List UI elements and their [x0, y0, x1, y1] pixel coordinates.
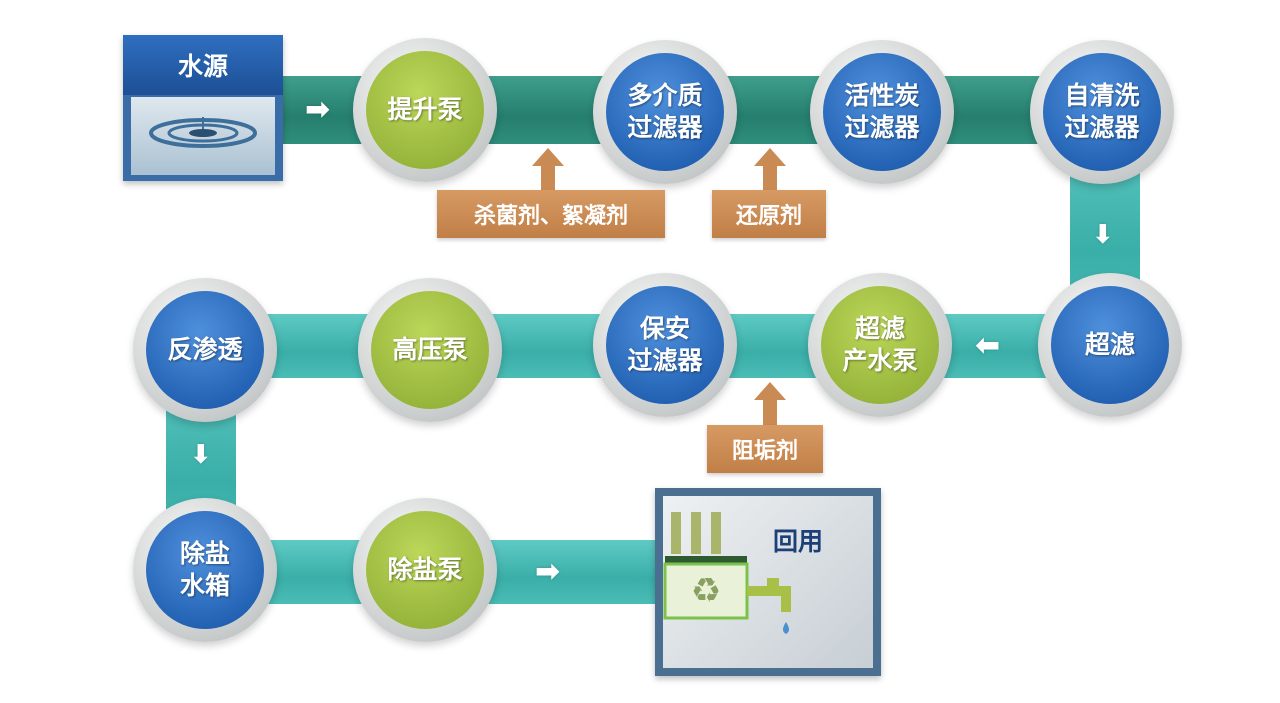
chem-reducing-agent: 还原剂: [712, 190, 826, 238]
node-high-pressure-pump: 高压泵: [358, 278, 502, 422]
water-source-label: 水源: [123, 35, 283, 95]
recycle-faucet-icon: ♻: [663, 512, 791, 634]
svg-text:♻: ♻: [691, 571, 721, 611]
node-security-filter: 保安 过滤器: [593, 273, 737, 417]
chem-bactericide-flocculant: 杀菌剂、絮凝剂: [437, 190, 665, 238]
left-arrow-icon: ⬅: [975, 328, 1001, 363]
down-arrow-icon: ⬇: [190, 440, 212, 470]
down-arrow-icon: ⬇: [1092, 220, 1114, 250]
reuse-label: 回用: [773, 527, 824, 556]
chem-scale-inhibitor: 阻垢剂: [707, 425, 823, 473]
dosing-arrow-stem: [763, 400, 777, 426]
dosing-arrow-icon: [754, 382, 786, 400]
dosing-arrow-icon: [532, 148, 564, 166]
reuse-box: 回用 ♻: [655, 488, 881, 676]
water-source-box: 水源: [123, 35, 283, 181]
dosing-arrow-stem: [763, 166, 777, 192]
node-self-cleaning-filter: 自清洗 过滤器: [1030, 40, 1174, 184]
node-desalted-water-tank: 除盐 水箱: [133, 498, 277, 642]
node-multimedia-filter: 多介质 过滤器: [593, 40, 737, 184]
dosing-arrow-icon: [754, 148, 786, 166]
node-desalted-pump: 除盐泵: [353, 498, 497, 642]
dosing-arrow-stem: [541, 166, 555, 192]
water-ripple-icon: [131, 97, 275, 175]
node-ultrafiltration: 超滤: [1038, 273, 1182, 417]
node-lift-pump: 提升泵: [353, 38, 497, 182]
right-arrow-icon: ➡: [305, 92, 331, 127]
node-activated-carbon-filter: 活性炭 过滤器: [810, 40, 954, 184]
right-arrow-icon: ➡: [535, 554, 561, 589]
node-uf-product-pump: 超滤 产水泵: [808, 273, 952, 417]
node-reverse-osmosis: 反渗透: [133, 278, 277, 422]
